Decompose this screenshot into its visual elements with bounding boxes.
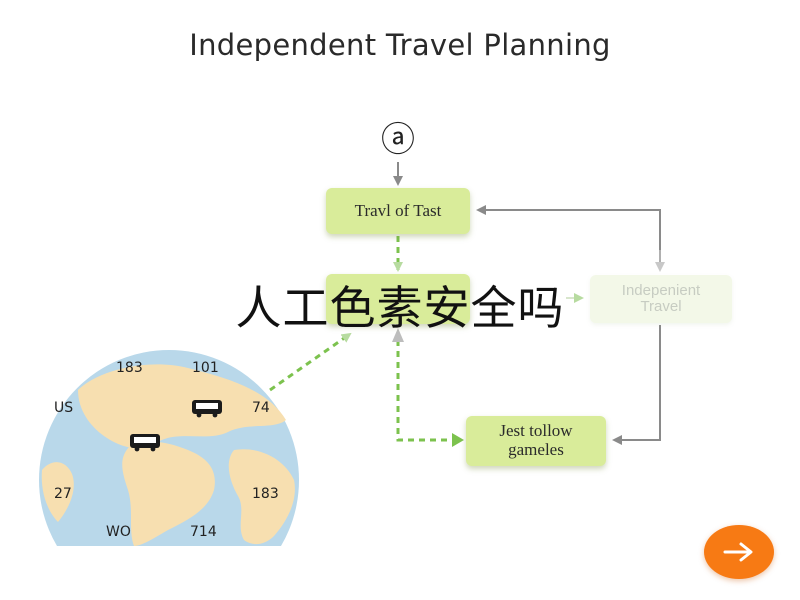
overlay-caption: 人工色素安全吗 <box>235 281 565 335</box>
globe-label-top-left: 183 <box>116 360 143 376</box>
globe-label-top-right: 101 <box>192 360 219 376</box>
globe-label-bottom-center-left: WO <box>106 524 131 540</box>
next-button[interactable] <box>704 525 774 579</box>
node-independent-travel-label: Indepenient Travel <box>621 281 701 315</box>
globe-label-bottom-right: 183 <box>252 486 279 502</box>
node-travel-of-task[interactable]: Travl of Tast <box>326 188 470 234</box>
globe-land-europe <box>122 441 215 546</box>
globe-label-bottom-left: 27 <box>54 486 72 502</box>
bus-icon-europe <box>130 434 160 452</box>
page-title: Independent Travel Planning <box>189 28 611 62</box>
start-marker: ⓐ <box>381 120 415 160</box>
connector-right-to-top <box>476 205 661 270</box>
globe-label-right: 74 <box>252 400 270 416</box>
node-independent-travel[interactable]: Indepenient Travel <box>590 275 732 323</box>
node-just-follow-games[interactable]: Jest tollow gameles <box>466 416 606 466</box>
connector-globe-to-middle <box>269 332 352 392</box>
globe-land-north <box>78 364 286 449</box>
globe-label-left: US <box>54 400 74 416</box>
connector-middle-to-bottom <box>396 340 460 442</box>
globe-land-west <box>41 462 74 522</box>
node-middle[interactable] <box>326 274 470 324</box>
world-globe: 183 101 US 74 27 183 WO 714 <box>38 350 300 546</box>
globe-label-bottom-center-right: 714 <box>190 524 217 540</box>
globe-map <box>39 350 299 546</box>
connector-bottom-arrowhead <box>452 433 464 447</box>
node-just-follow-games-label: Jest tollow gameles <box>499 421 573 459</box>
connector-up-arrowhead <box>392 328 404 342</box>
arrow-right-icon <box>723 542 753 562</box>
globe-land-east <box>228 449 295 545</box>
bus-icon <box>192 400 222 418</box>
connector-right-to-bottom <box>612 325 661 445</box>
